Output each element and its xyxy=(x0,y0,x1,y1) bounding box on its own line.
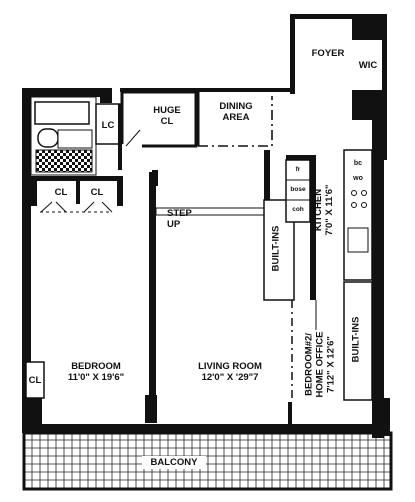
fixture-fr: fr xyxy=(295,166,301,173)
huge-cl-line2: CL xyxy=(160,116,174,127)
bathroom xyxy=(30,96,97,176)
bedroom2-line2: HOME OFFICE xyxy=(314,331,326,398)
bedroom-label: BEDROOM 11'0" X 19'6" xyxy=(56,361,136,383)
interior-walls xyxy=(152,150,316,301)
bedroom-size: 11'0" X 19'6" xyxy=(67,372,125,383)
linen-closet xyxy=(95,103,122,170)
kitchen-label: KITCHEN 7'0" X 11'6" xyxy=(313,175,335,245)
wic-label: WIC xyxy=(358,60,378,71)
outer-walls xyxy=(22,14,390,438)
builtins-left-label: BUILT-INS xyxy=(270,225,282,272)
up-label: UP xyxy=(167,219,181,230)
living-room-name: LIVING ROOM xyxy=(198,361,262,372)
bedroom-side-cl-label: CL xyxy=(28,375,42,386)
dining-line2: AREA xyxy=(222,112,250,123)
dining-area-outline xyxy=(196,92,273,147)
foyer-label: FOYER xyxy=(311,48,345,59)
bedroom-closets xyxy=(31,176,123,213)
bedroom2-line1: BEDROOM#2/ xyxy=(303,333,315,396)
huge-cl-label: HUGE CL xyxy=(150,105,184,127)
builtins-right-label: BUILT-INS xyxy=(350,316,362,363)
fixture-bose: bose xyxy=(290,186,306,193)
kitchen-size: 7'0" X 11'6" xyxy=(324,184,335,236)
balcony-label: BALCONY xyxy=(142,456,206,469)
bedroom2-line3: 7'12" X 12'6" xyxy=(325,336,337,393)
office-boundary xyxy=(291,281,373,402)
fixture-coh: coh xyxy=(292,206,304,213)
dining-line1: DINING xyxy=(219,101,253,112)
bedroom-cl-right-label: CL xyxy=(90,187,104,198)
step-label: STEP xyxy=(167,208,192,219)
dining-area-label: DINING AREA xyxy=(214,101,258,123)
fixture-wo: wo xyxy=(353,175,363,182)
living-room-size: 12'0" X '29"7 xyxy=(201,372,259,383)
kitchen-name: KITCHEN xyxy=(313,188,324,232)
living-room-label: LIVING ROOM 12'0" X '29"7 xyxy=(185,361,275,383)
huge-cl-line1: HUGE xyxy=(153,105,181,116)
bedroom-side-closet xyxy=(25,361,45,399)
step-up-label: STEP UP xyxy=(167,208,197,230)
fixture-bc: bc xyxy=(353,160,363,167)
lc-label: LC xyxy=(101,120,115,131)
bedroom-name: BEDROOM xyxy=(71,361,121,372)
huge-closet xyxy=(120,90,198,148)
bedroom-cl-left-label: CL xyxy=(54,187,68,198)
balcony xyxy=(22,431,393,491)
bedroom2-label: BEDROOM#2/ HOME OFFICE 7'12" X 12'6" xyxy=(304,317,337,413)
kitchen-counters xyxy=(285,149,373,281)
